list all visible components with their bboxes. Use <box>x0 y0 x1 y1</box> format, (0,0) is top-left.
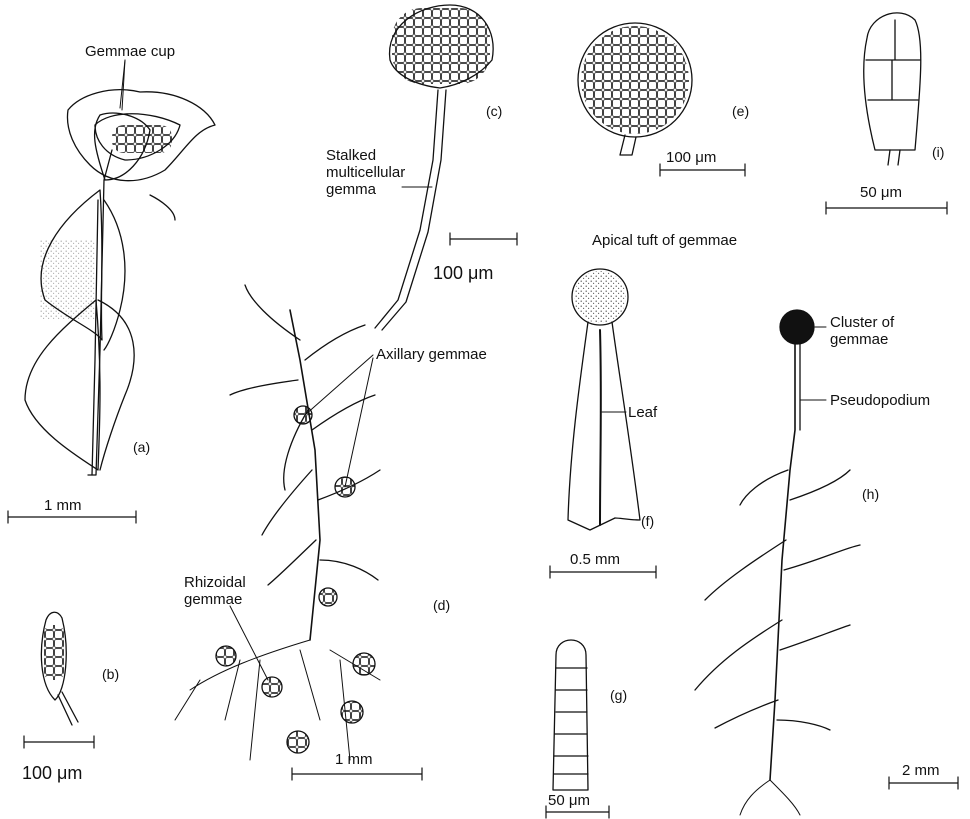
scale-label-i: 50 μm <box>860 185 902 200</box>
panel-d-moss-shoot-drawing <box>175 285 380 760</box>
panel-f-leaf-drawing <box>568 269 640 530</box>
panel-label-c: (c) <box>486 104 502 118</box>
scale-label-d: 1 mm <box>335 752 373 767</box>
panel-label-b: (b) <box>102 667 119 681</box>
scale-label-f: 0.5 mm <box>570 552 620 567</box>
scale-label-g: 50 μm <box>548 793 590 808</box>
panel-label-g: (g) <box>610 688 627 702</box>
leader-rhizoidal <box>230 606 268 680</box>
scale-label-h: 2 mm <box>902 763 940 778</box>
label-pseudopodium: Pseudopodium <box>830 393 930 408</box>
label-apical-tuft: Apical tuft of gemmae <box>592 233 737 248</box>
label-axillary-gemmae: Axillary gemmae <box>376 347 487 362</box>
panel-h-moss-drawing <box>695 310 860 815</box>
panel-label-i: (i) <box>932 145 944 159</box>
panel-label-a: (a) <box>133 440 150 454</box>
leader-axillary-2 <box>345 358 373 487</box>
label-rhizoidal-gemmae: Rhizoidal gemmae <box>184 574 246 608</box>
scale-bar-b <box>24 736 94 748</box>
panel-a-shoot-drawing <box>25 60 215 475</box>
scale-bar-i <box>826 202 947 214</box>
label-gemmae-cup: Gemmae cup <box>85 44 175 59</box>
panel-b-gemma-drawing <box>41 612 78 725</box>
panel-label-e: (e) <box>732 104 749 118</box>
scale-bar-c <box>450 233 517 245</box>
panel-label-f: (f) <box>641 514 654 528</box>
scale-label-b: 100 μm <box>22 764 82 782</box>
panel-g-gemma-drawing <box>553 640 588 790</box>
panel-e-gemma-drawing <box>578 23 692 155</box>
scale-label-c: 100 μm <box>433 264 493 282</box>
label-stalked-gemma: Stalked multicellular gemma <box>326 147 405 198</box>
label-cluster-of-gemmae: Cluster of gemmae <box>830 314 894 348</box>
scale-label-a: 1 mm <box>44 498 82 513</box>
scale-bar-d <box>292 768 422 780</box>
label-leaf: Leaf <box>628 405 657 420</box>
scale-label-e: 100 μm <box>666 150 716 165</box>
panel-label-h: (h) <box>862 487 879 501</box>
panel-label-d: (d) <box>433 598 450 612</box>
panel-i-gemma-drawing <box>864 13 921 165</box>
